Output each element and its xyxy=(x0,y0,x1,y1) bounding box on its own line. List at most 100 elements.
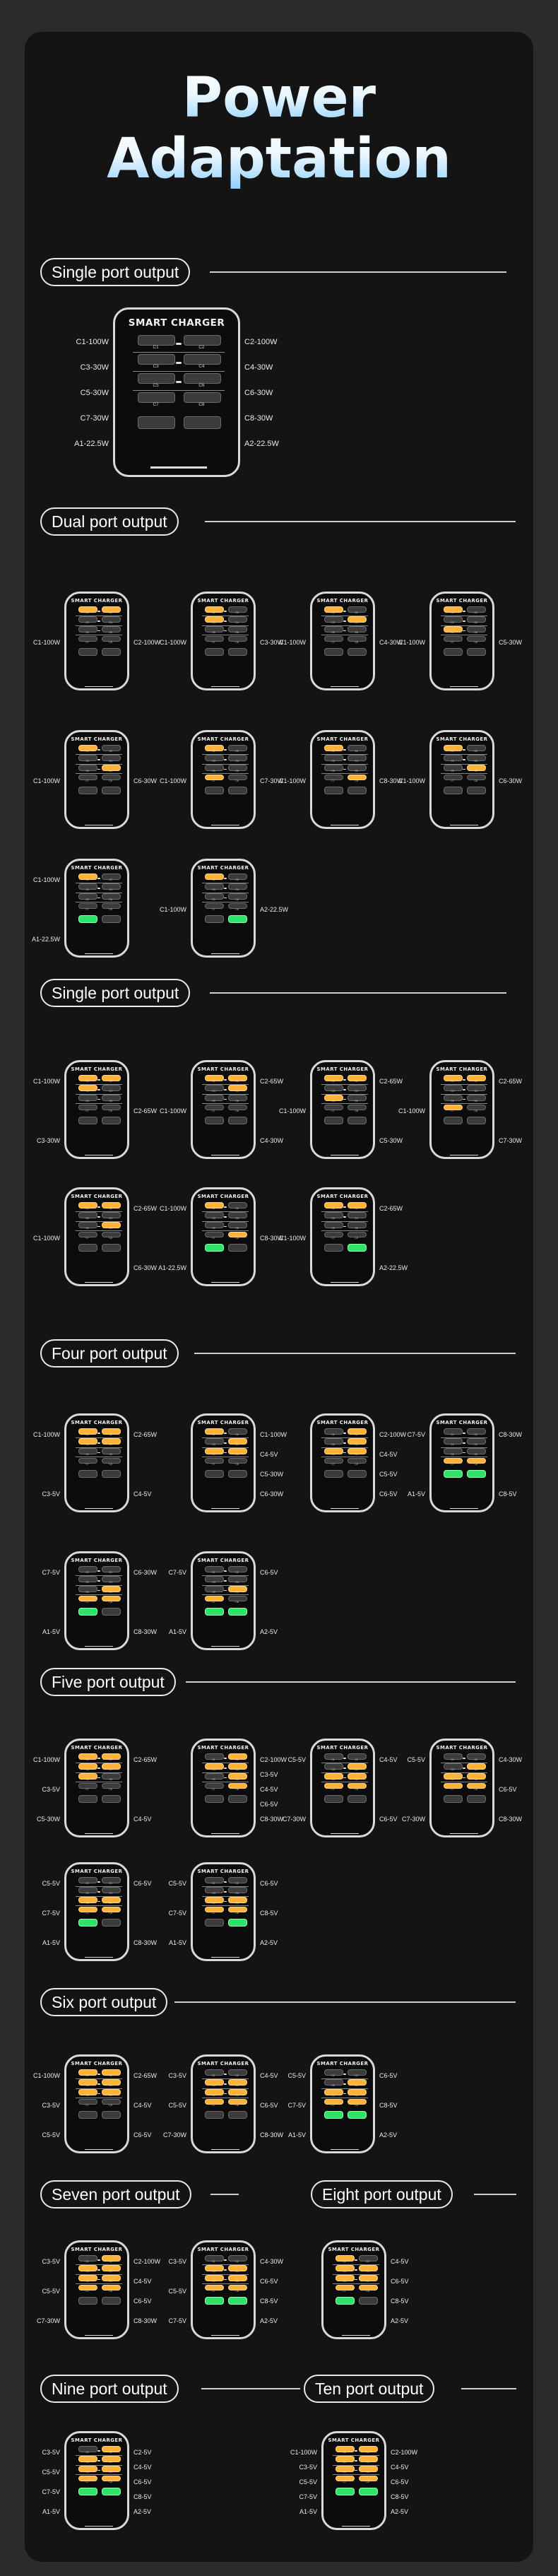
usb-a-port-a1 xyxy=(323,648,344,656)
port-caption: C1 xyxy=(451,1433,454,1437)
usb-c-port-c8 xyxy=(347,1104,367,1111)
indicator xyxy=(224,1900,227,1902)
port-caption: C5 xyxy=(343,2471,346,2474)
port-power-label: C6-5V xyxy=(499,1786,517,1794)
port-caption: C2 xyxy=(109,1758,112,1762)
base-bar xyxy=(84,1507,114,1510)
charger-title: SMART CHARGER xyxy=(71,597,123,604)
port-caption: C7 xyxy=(212,1109,215,1112)
port-caption: C1 xyxy=(331,1758,335,1762)
port-caption: C2 xyxy=(109,1207,112,1211)
usb-c-port-c3 xyxy=(204,1887,225,1893)
usb-c-port-c7 xyxy=(78,1906,98,1913)
indicator xyxy=(224,1881,227,1883)
usb-a-port-a2 xyxy=(227,787,248,794)
usb-a-port-a1 xyxy=(323,1244,344,1252)
indicator xyxy=(97,1589,100,1592)
usb-c-port-c5 xyxy=(323,1448,344,1454)
indicator xyxy=(97,620,100,622)
port-power-label: C6-30W xyxy=(133,1264,158,1272)
port-caption: C2 xyxy=(355,1433,358,1437)
indicator xyxy=(97,1777,100,1779)
port-caption: C1 xyxy=(343,2260,346,2264)
port-power-label: A2-5V xyxy=(133,2508,152,2516)
port-power-label: C8-30W xyxy=(499,1431,523,1439)
port-power-label: C8-30W xyxy=(133,2317,158,2325)
port-caption: C3 xyxy=(343,2270,346,2274)
port-caption: C7 xyxy=(331,1236,335,1240)
charger-title: SMART CHARGER xyxy=(197,736,249,742)
indicator xyxy=(97,1432,100,1434)
port-power-label: C5-5V xyxy=(42,2288,60,2295)
port-caption: C6 xyxy=(474,631,477,635)
usb-c-port-c1 xyxy=(204,1877,225,1883)
usb-c-port-c1 xyxy=(204,1202,225,1208)
usb-a-port-a1 xyxy=(78,648,98,656)
usb-c-port-c5 xyxy=(204,893,225,900)
port-divider xyxy=(75,2274,123,2275)
port-caption: C3 xyxy=(212,1768,215,1772)
port-caption: C2 xyxy=(474,1758,477,1762)
base-bar xyxy=(330,1833,360,1835)
usb-c-port-c3 xyxy=(335,2265,355,2271)
port-caption: C4 xyxy=(235,888,239,892)
usb-c-port-c3 xyxy=(78,1438,98,1445)
port-caption: C7 xyxy=(343,2289,346,2293)
port-power-label: A2-5V xyxy=(391,2317,409,2325)
port-power-label: C8-30W xyxy=(260,2131,284,2139)
port-power-label: C1-100W xyxy=(278,777,306,785)
port-caption: C4 xyxy=(366,2270,369,2274)
base-bar xyxy=(210,1645,240,1647)
port-power-label: C4-5V xyxy=(379,1451,398,1459)
usb-c-port-c5 xyxy=(78,893,98,900)
port-divider xyxy=(201,2274,249,2275)
base-bar xyxy=(341,2334,371,2336)
port-caption: C2 xyxy=(109,878,112,882)
port-divider xyxy=(75,2078,123,2079)
port-caption: C2 xyxy=(474,1080,477,1083)
base-bar xyxy=(330,686,360,688)
usb-c-port-c5 xyxy=(78,1448,98,1454)
usb-c-port-c3 xyxy=(323,1212,344,1218)
usb-c-port-c8 xyxy=(227,2098,248,2105)
port-divider xyxy=(75,1772,123,1773)
port-caption: C2 xyxy=(235,2074,239,2078)
port-power-label: C4-5V xyxy=(379,1756,398,1764)
port-power-label: A1-5V xyxy=(299,2508,317,2516)
usb-c-port-c8 xyxy=(347,1231,367,1238)
port-caption: C5 xyxy=(85,2471,89,2474)
indicator xyxy=(224,2083,227,2085)
port-power-label: C1-100W xyxy=(278,639,306,647)
usb-c-port-c1 xyxy=(443,1428,463,1435)
port-caption: C8 xyxy=(235,2289,239,2293)
indicator xyxy=(343,2083,346,2085)
usb-c-port-c6 xyxy=(101,2089,121,2095)
port-power-label: A2-5V xyxy=(379,2131,398,2139)
usb-c-port-c7 xyxy=(323,1782,344,1789)
port-power-label: C5-30W xyxy=(36,1816,60,1823)
port-power-label: C3-5V xyxy=(42,1786,60,1794)
usb-c-port-c4 xyxy=(466,616,487,623)
port-divider xyxy=(321,1103,369,1105)
usb-a-port-a2 xyxy=(227,1919,248,1927)
usb-c-port-c4 xyxy=(101,2079,121,2086)
usb-c-port-c3 xyxy=(204,1212,225,1218)
usb-c-port-c4 xyxy=(347,1763,367,1770)
port-caption: C8 xyxy=(474,1787,477,1791)
port-caption: C7 xyxy=(85,1236,89,1240)
usb-c-port-c5 xyxy=(335,2275,355,2281)
usb-c-port-c8 xyxy=(184,392,221,403)
port-caption: C5 xyxy=(85,631,89,635)
base-bar xyxy=(84,953,114,955)
usb-c-port-c3 xyxy=(78,755,98,761)
port-caption: C2 xyxy=(474,750,477,753)
usb-c-port-c7 xyxy=(323,1231,344,1238)
usb-c-port-c6 xyxy=(347,1095,367,1101)
port-power-label: C7-5V xyxy=(168,2317,186,2325)
port-power-label: C1-100W xyxy=(32,1078,60,1086)
usb-a-port-a2 xyxy=(347,1244,367,1252)
port-caption: C8 xyxy=(109,1462,112,1466)
